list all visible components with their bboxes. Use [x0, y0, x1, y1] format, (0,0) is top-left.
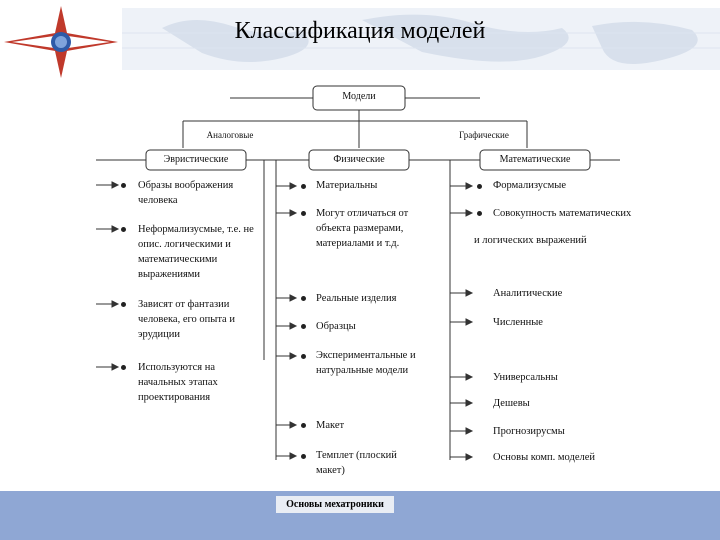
branch-label-analog: Аналоговые: [206, 130, 254, 140]
bullet-icon: [121, 227, 126, 232]
bullet-icon: [121, 365, 126, 370]
list-item: Дешевы: [493, 398, 530, 409]
column-header-math: Математические: [499, 154, 571, 165]
list-item: Совокупность математических: [493, 208, 632, 219]
list-item: Формализусмые: [493, 180, 567, 191]
branch-label-graphic: Графические: [459, 130, 509, 140]
list-item: Могут отличаться от объекта размерами, м…: [316, 208, 409, 249]
world-map-banner: [122, 8, 720, 70]
bullet-icon: [477, 211, 482, 216]
list-item: Материальны: [316, 180, 378, 191]
list-item: Аналитические: [493, 288, 563, 299]
column-header-physical: Физические: [333, 154, 385, 165]
bullet-icon: [121, 183, 126, 188]
world-map-icon: [122, 14, 720, 64]
list-item: Экспериментальные и натуральные модели: [316, 350, 416, 376]
list-item: Используются на начальных этапах проекти…: [138, 362, 218, 403]
list-item: Макет: [316, 420, 345, 431]
bullet-icon: [301, 184, 306, 189]
logo-icon: [2, 4, 120, 80]
bullet-icon: [477, 184, 482, 189]
list-item: Образцы: [316, 321, 356, 332]
bullet-icon: [301, 454, 306, 459]
list-item: Зависят от фантазии человека, его опыта …: [138, 299, 235, 340]
list-item: Реальные изделия: [316, 293, 397, 304]
root-node-label: Модели: [342, 91, 376, 102]
slide-header: Классификация моделей: [0, 0, 720, 80]
bullet-icon: [301, 324, 306, 329]
list-item: Основы комп. моделей: [493, 452, 595, 463]
list-item: Неформализусмые, т.е. не опис. логически…: [138, 224, 254, 280]
bullet-icon: [121, 302, 126, 307]
list-item: и логических выражений: [474, 235, 587, 246]
column-header-heuristic: Эвристические: [163, 154, 229, 165]
bullet-icon: [301, 296, 306, 301]
list-item: Численные: [493, 317, 543, 328]
page-title: Классификация моделей: [234, 18, 486, 44]
bullet-icon: [301, 211, 306, 216]
bullet-icon: [301, 354, 306, 359]
list-item: Универсальны: [493, 372, 558, 383]
list-item: Прогнозирусмы: [493, 426, 565, 437]
list-item: Образы воображения человека: [138, 180, 234, 206]
list-item: Темплет (плоский макет): [316, 450, 397, 476]
footer-label: Основы мехатроники: [276, 496, 394, 513]
bullet-icon: [301, 423, 306, 428]
